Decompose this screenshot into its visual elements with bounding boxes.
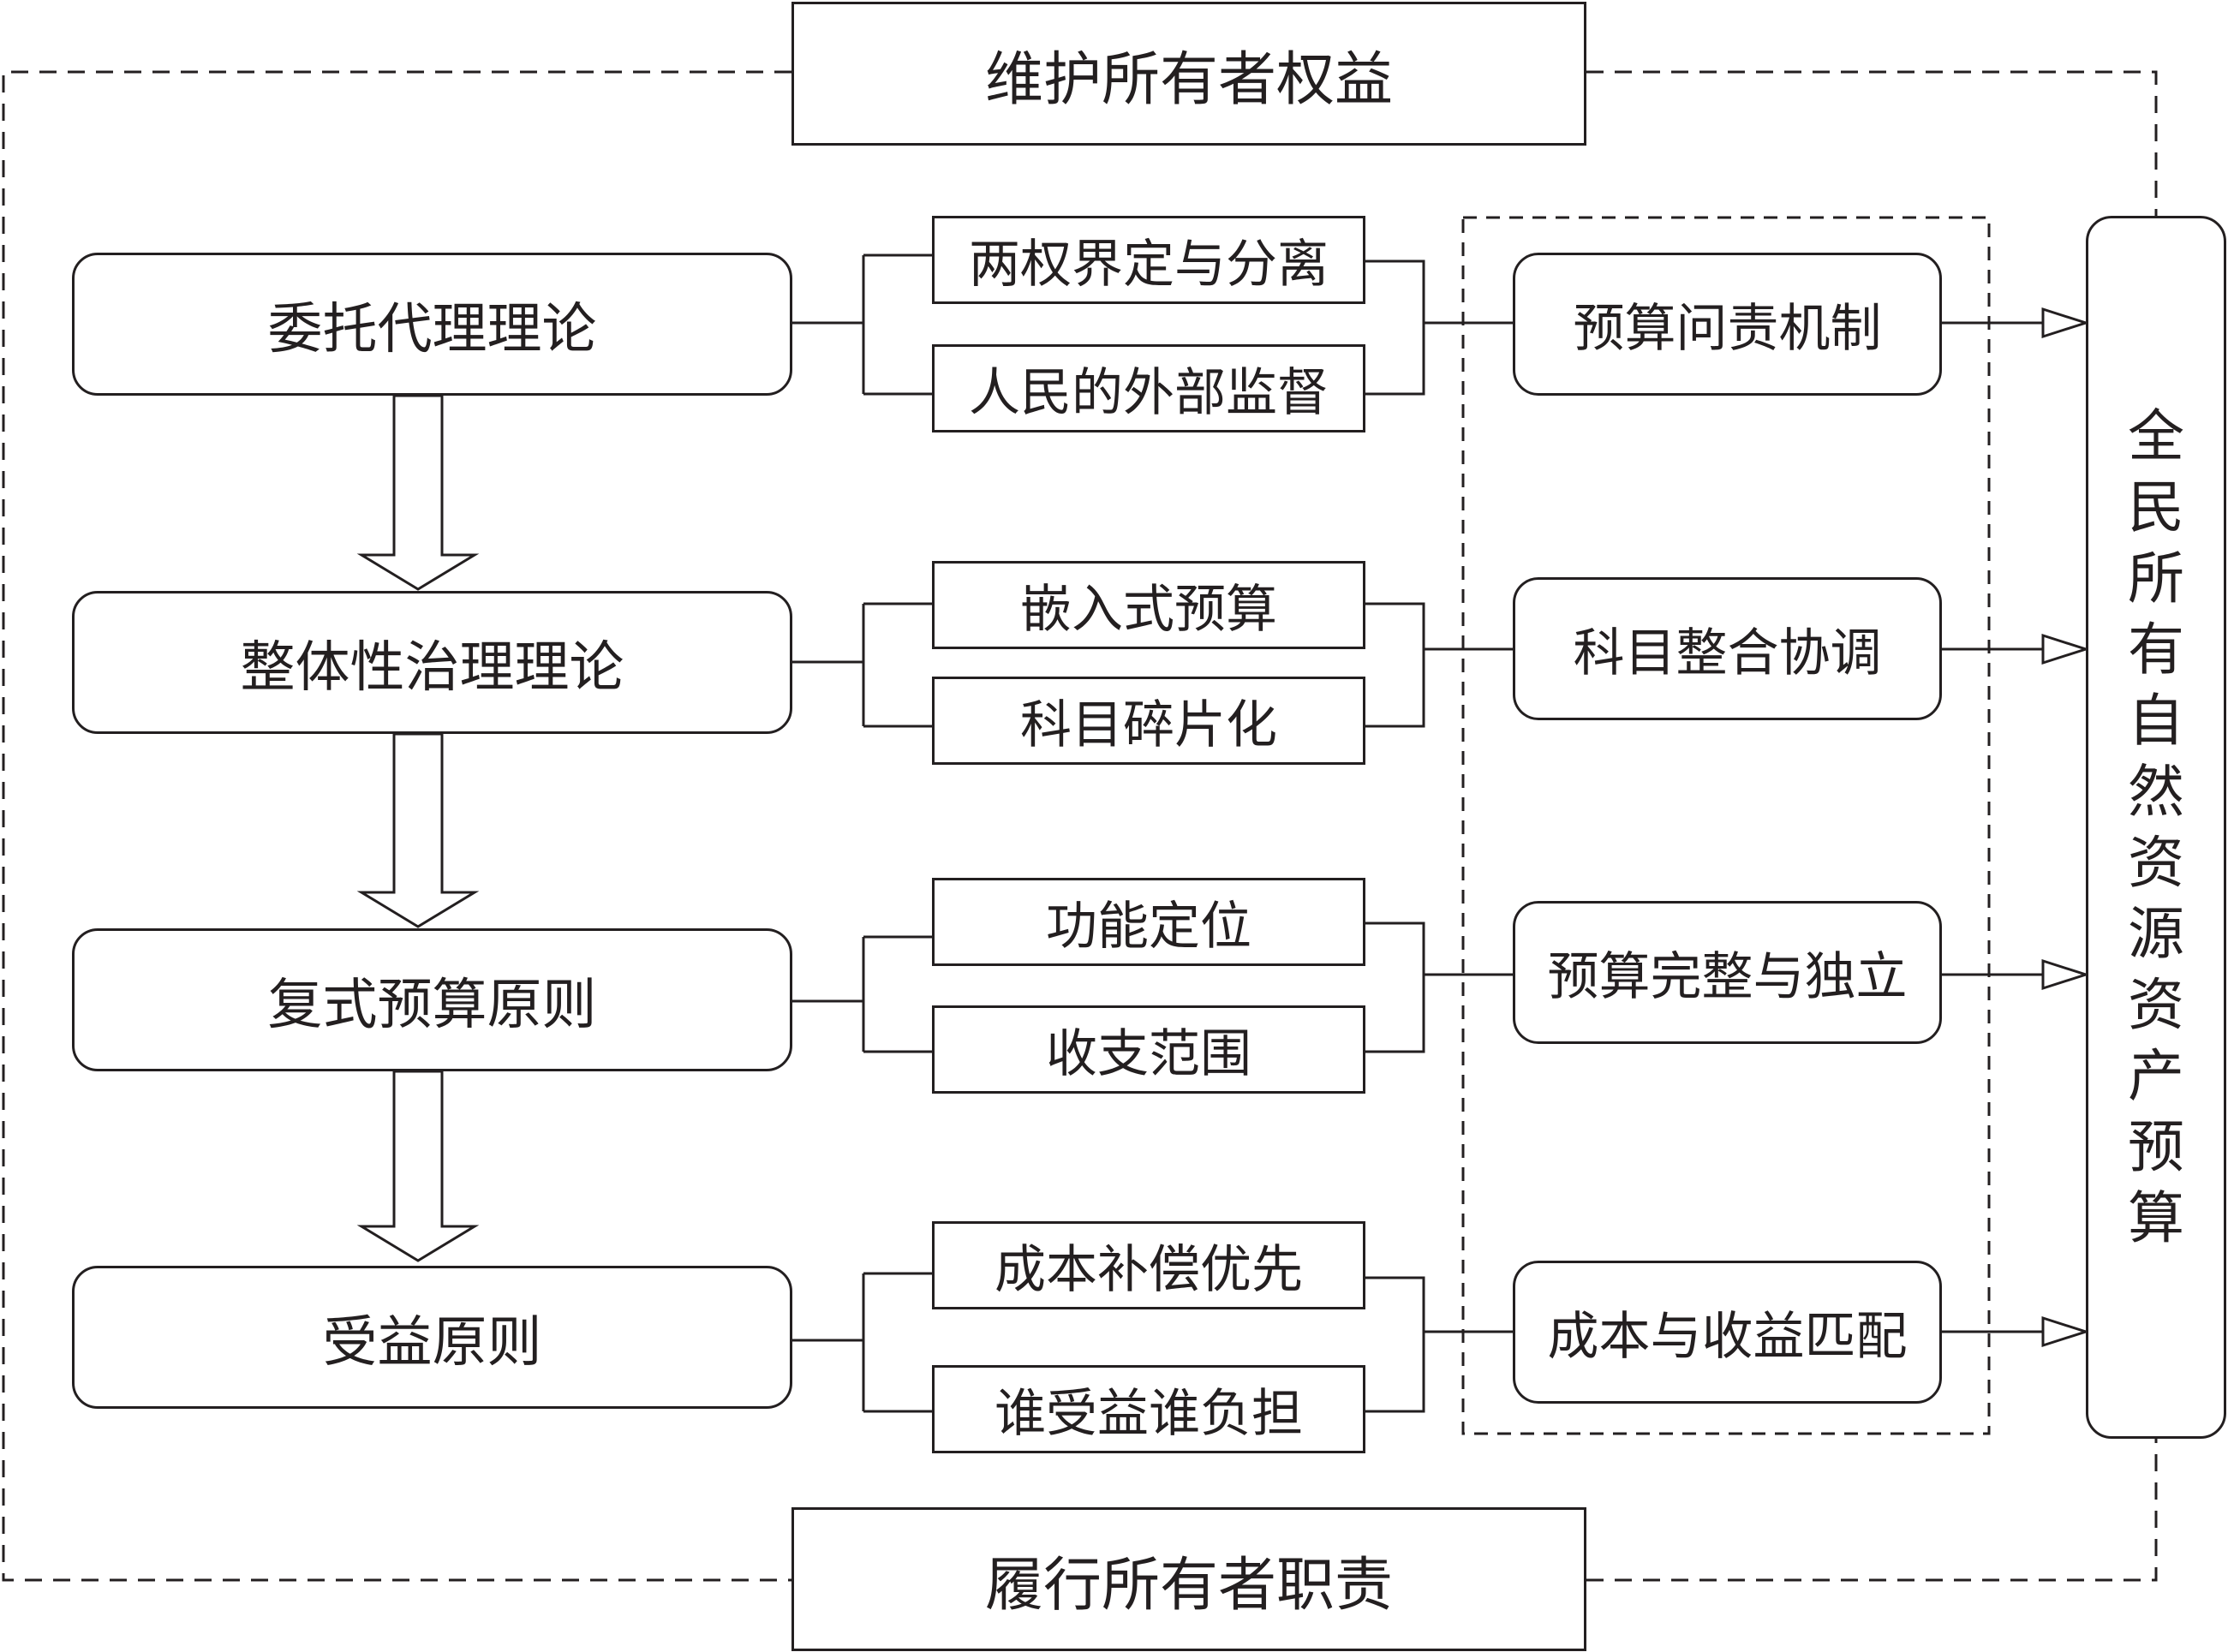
top-banner-label: 维护所有者权益 [984,45,1393,114]
factor-label: 人民的外部监督 [969,363,1329,423]
mechanism-box-4: 成本与收益匹配 [1513,1261,1942,1404]
mechanism-group-dashed-box [1461,216,1991,1435]
theory-box-3: 复式预算原则 [72,928,792,1071]
row3-theory-bracket [792,935,932,1053]
theory-label: 委托代理理论 [267,297,597,361]
factor-label: 功能定位 [1046,897,1251,957]
outer-dashed-loop-top-left [2,70,791,1582]
row3-arrowhead [2041,958,2090,991]
row4-arrowhead [2041,1315,2090,1348]
down-block-arrow-1 [356,394,480,591]
mechanism-label: 科目整合协调 [1573,623,1882,683]
factor-label: 成本补偿优先 [995,1240,1303,1300]
row3-factor-bracket [1365,921,1513,1053]
factor-box-4b: 谁受益谁负担 [932,1365,1365,1453]
mechanism-label: 预算完整与独立 [1547,947,1908,1007]
mechanism-box-1: 预算问责机制 [1513,253,1942,396]
theory-label: 整体性治理理论 [240,635,624,700]
row2-arrowhead [2041,633,2090,665]
row2-factor-bracket [1365,602,1513,728]
factor-box-4a: 成本补偿优先 [932,1221,1365,1309]
target-label: 全民所有自然资源资产预算 [2128,403,2184,1251]
down-block-arrow-3 [356,1070,480,1262]
row4-factor-bracket [1365,1276,1513,1413]
mechanism-box-2: 科目整合协调 [1513,577,1942,720]
factor-box-1b: 人民的外部监督 [932,344,1365,432]
mechanism-label: 预算问责机制 [1573,299,1882,359]
theory-box-4: 受益原则 [72,1266,792,1409]
factor-box-3b: 收支范围 [932,1005,1365,1094]
row1-arrowhead [2041,307,2090,339]
bottom-banner-label: 履行所有者职责 [984,1551,1393,1619]
factor-label: 科目碎片化 [1020,695,1277,755]
factor-label: 两权界定与分离 [969,235,1329,295]
theory-label: 受益原则 [322,1310,542,1375]
factor-label: 谁受益谁负担 [995,1384,1303,1444]
row1-theory-bracket [792,253,932,396]
theory-label: 复式预算原则 [267,973,597,1037]
mechanism-box-3: 预算完整与独立 [1513,901,1942,1044]
factor-label: 收支范围 [1046,1024,1251,1084]
theory-box-2: 整体性治理理论 [72,591,792,734]
bottom-banner-box: 履行所有者职责 [791,1507,1586,1651]
row1-factor-bracket [1365,259,1513,396]
factor-box-1a: 两权界定与分离 [932,216,1365,304]
factor-box-2b: 科目碎片化 [932,677,1365,765]
target-box: 全民所有自然资源资产预算 [2086,216,2226,1439]
down-block-arrow-2 [356,732,480,928]
factor-box-3a: 功能定位 [932,878,1365,966]
mechanism-label: 成本与收益匹配 [1547,1307,1908,1367]
factor-label: 嵌入式预算 [1020,580,1277,640]
top-banner-box: 维护所有者权益 [791,2,1586,146]
theory-box-1: 委托代理理论 [72,253,792,396]
row4-theory-bracket [792,1272,932,1413]
row2-theory-bracket [792,602,932,728]
outer-dashed-loop-bottom-right [1586,1439,2158,1582]
factor-box-2a: 嵌入式预算 [932,561,1365,649]
outer-dashed-loop-top-right [1586,70,2158,216]
